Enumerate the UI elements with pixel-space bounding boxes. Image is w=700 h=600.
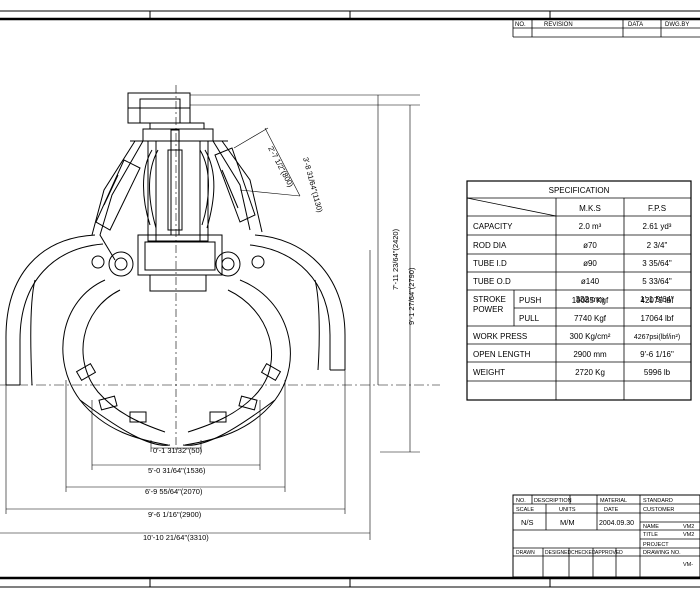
- tb-approved-label: APPROVED: [595, 550, 623, 556]
- spec-row-fps: 1'-1 5/64": [640, 295, 674, 304]
- spec-row-fps: 5996 lb: [644, 368, 671, 377]
- spec-row-fps: 9'-6 1/16": [640, 350, 674, 359]
- grab-drawing: [0, 85, 440, 450]
- tb-name-value: VM2: [683, 524, 694, 530]
- spec-push-label: PUSH: [519, 296, 541, 305]
- tb-title-value: VM2: [683, 532, 694, 538]
- tb-name-label: NAME: [643, 524, 659, 530]
- revision-block: [512, 19, 700, 38]
- spec-row-label: TUBE O.D: [473, 277, 511, 286]
- spec-row-label: STROKE: [473, 295, 506, 304]
- spec-row-label: TUBE I.D: [473, 259, 507, 268]
- spec-row-mks: ø140: [581, 277, 600, 286]
- tb-scale-value: N/S: [521, 518, 534, 527]
- tb-customer-label: CUSTOMER: [643, 507, 674, 513]
- spec-row-fps: 2.61 yd³: [643, 222, 672, 231]
- spec-row-label: CAPACITY: [473, 222, 513, 231]
- dimension-lines: [0, 94, 420, 540]
- tb-date-value: 2004.09.30: [599, 520, 634, 527]
- tb-drawn-label: DRAWN: [516, 550, 535, 556]
- spec-row-fps: 4267psi(lbf/in²): [634, 334, 680, 341]
- dim-1536: 5'-0 31/64"(1536): [148, 466, 206, 475]
- spec-row-label: ROD DIA: [473, 241, 507, 250]
- dim-50: 0'-1 31/32"(50): [153, 446, 203, 455]
- spec-title: SPECIFICATION: [549, 186, 610, 195]
- spec-row-mks: ø70: [583, 241, 597, 250]
- spec-row-label: WEIGHT: [473, 368, 505, 377]
- spec-row-mks: 2900 mm: [573, 350, 607, 359]
- rev-dwgby-header: DWG.BY: [665, 22, 689, 28]
- spec-row-fps: 5 33/64": [642, 277, 672, 286]
- spec-row-fps: 2 3/4": [647, 241, 668, 250]
- dim-3310: 10'-10 21/64"(3310): [143, 533, 209, 542]
- dim-2900: 9'-6 1/16"(2900): [148, 510, 202, 519]
- tb-drawing-no-value: VM-: [683, 562, 693, 568]
- spec-push-fps: 42075 lbf: [641, 296, 675, 305]
- spec-row-mks: 2.0 m³: [579, 222, 602, 231]
- tb-units-value: M/M: [560, 518, 575, 527]
- tb-project-label: PROJECT: [643, 542, 669, 548]
- tb-designed-label: DESIGNED: [545, 550, 572, 556]
- spec-power-label: POWER: [473, 305, 503, 314]
- tb-drawing-no-label: DRAWING NO.: [643, 550, 681, 556]
- tb-date-label: DATE: [604, 507, 619, 513]
- dim-2070: 6'-9 55/64"(2070): [145, 487, 203, 496]
- spec-col-fps: F.P.S: [648, 204, 666, 213]
- spec-row-mks: ø90: [583, 259, 597, 268]
- spec-row-label: OPEN LENGTH: [473, 350, 531, 359]
- title-block: [512, 494, 700, 578]
- spec-row-fps: 3 35/64": [642, 259, 672, 268]
- tb-title-label: TITLE: [643, 532, 658, 538]
- tb-checked-label: CHECKED: [571, 550, 596, 556]
- rev-revision-header: REVISION: [544, 22, 573, 28]
- spec-push-mks: 19085 Kgf: [572, 296, 609, 305]
- spec-row-label: WORK PRESS: [473, 332, 527, 341]
- dim-2420: 7'-11 23/64"(2420): [391, 228, 400, 290]
- spec-pull-fps: 17064 lbf: [641, 314, 675, 323]
- spec-row-mks: 332 mm: [576, 295, 605, 304]
- spec-row-mks: 2720 Kg: [575, 368, 605, 377]
- dim-2790: 9'-1 27/64"(2790): [407, 267, 416, 325]
- tb-material-header: MATERIAL: [600, 498, 627, 504]
- spec-row-mks: 300 Kg/cm²: [570, 332, 611, 341]
- tb-description-header: DESCRIPTION: [534, 498, 572, 504]
- tb-standard-header: STANDARD: [643, 498, 673, 504]
- rev-no-header: NO.: [515, 22, 526, 28]
- tb-no-header: NO.: [516, 498, 526, 504]
- tb-units-label: UNITS: [559, 507, 576, 513]
- spec-table: [466, 180, 692, 401]
- rev-data-header: DATA: [628, 22, 643, 28]
- spec-col-mks: M.K.S: [579, 204, 601, 213]
- spec-pull-mks: 7740 Kgf: [574, 314, 607, 323]
- tb-scale-label: SCALE: [516, 507, 534, 513]
- spec-pull-label: PULL: [519, 314, 540, 323]
- drawing-frame: [0, 10, 700, 588]
